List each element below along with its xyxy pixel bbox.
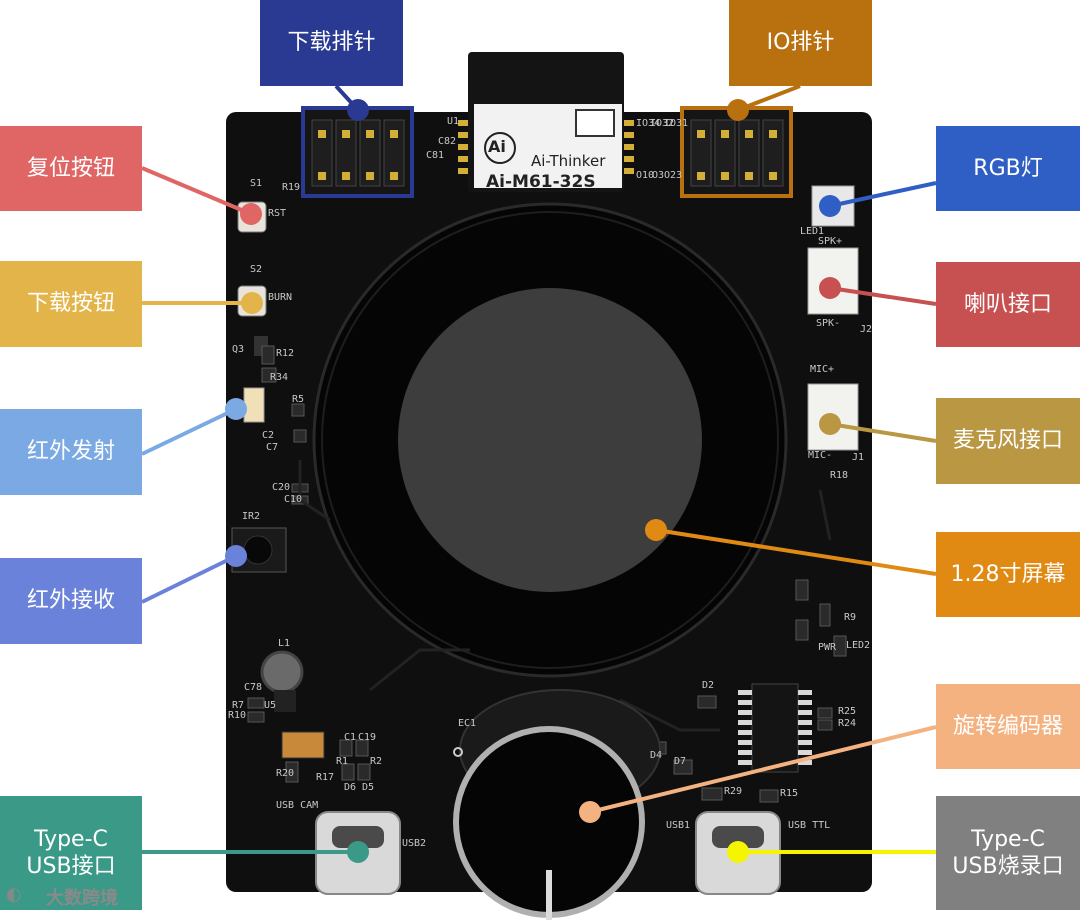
io-header xyxy=(680,106,793,198)
ir-led-part xyxy=(243,387,265,423)
silk-d2: D2 xyxy=(702,680,715,691)
module-antenna-pad xyxy=(575,109,615,137)
silk-io31: IO31 xyxy=(664,118,689,129)
silk-s1: S1 xyxy=(250,178,263,189)
callout-lines xyxy=(141,84,937,854)
silk-r7: R7 xyxy=(232,700,245,711)
inductor-l1 xyxy=(260,650,304,694)
silk-r20: R20 xyxy=(276,768,295,779)
silk-r12: R12 xyxy=(276,348,295,359)
label-screen: 1.28寸屏幕 xyxy=(936,532,1080,617)
silk-j2: J2 xyxy=(860,324,873,335)
silk-ir2: IR2 xyxy=(242,511,261,522)
silk-c81: C81 xyxy=(426,150,445,161)
round-screen xyxy=(312,202,788,678)
regulator-u5 xyxy=(274,690,296,712)
silk-r34: R34 xyxy=(270,372,289,383)
label-speaker-port: 喇叭接口 xyxy=(936,262,1080,347)
silk-r10: R10 xyxy=(228,710,247,721)
watermark-logo-icon: ◐ xyxy=(6,884,22,905)
silk-d5: D5 xyxy=(362,782,375,793)
label-download-button: 下载按钮 xyxy=(0,261,142,347)
silk-d6: D6 xyxy=(344,782,357,793)
silk-r29: R29 xyxy=(724,786,743,797)
label-mic-port: 麦克风接口 xyxy=(936,398,1080,484)
silk-c78: C78 xyxy=(244,682,263,693)
silk-r17: R17 xyxy=(316,772,335,783)
silk-io34: IO34 xyxy=(636,118,661,129)
silk-r5: R5 xyxy=(292,394,305,405)
silk-c7: C7 xyxy=(266,442,279,453)
label-ir-transmit: 红外发射 xyxy=(0,409,142,495)
silk-r1: R1 xyxy=(336,756,349,767)
silk-r2: R2 xyxy=(370,756,383,767)
silk-c2: C2 xyxy=(262,430,275,441)
module-logo: Ai xyxy=(488,137,506,156)
silk-r15: R15 xyxy=(780,788,799,799)
silk-c10: C10 xyxy=(284,494,303,505)
silk-led1: LED1 xyxy=(800,226,825,237)
silk-spk-minus: SPK- xyxy=(816,318,841,329)
silk-d4: D4 xyxy=(650,750,663,761)
module-brand: Ai-Thinker xyxy=(531,152,606,170)
silk-l1: L1 xyxy=(278,638,291,649)
silk-c19: C19 xyxy=(358,732,377,743)
silk-o10: O10 xyxy=(636,170,655,181)
silk-u1: U1 xyxy=(447,116,460,127)
silk-pwr: PWR xyxy=(818,642,837,653)
silk-io32: IO32 xyxy=(650,118,675,129)
silk-usb-cam: USB CAM xyxy=(276,800,319,811)
rotary-encoder-part xyxy=(453,689,661,920)
silk-ec1: EC1 xyxy=(458,718,477,729)
label-rgb-led: RGB灯 xyxy=(936,126,1080,211)
label-typec-usb: Type-C USB接口 xyxy=(0,796,142,910)
tantalum-capacitor xyxy=(281,731,325,759)
silk-c20: C20 xyxy=(272,482,291,493)
silk-r9: R9 xyxy=(844,612,857,623)
ir-receiver-lens xyxy=(243,535,273,565)
watermark-text: 大数跨境 xyxy=(46,888,118,909)
silk-burn: BURN xyxy=(268,292,293,303)
silk-o3: O3 xyxy=(652,170,665,181)
download-header xyxy=(301,106,414,198)
soic-chip xyxy=(751,683,799,773)
silk-mic-minus: MIC- xyxy=(808,450,833,461)
silk-usb-ttl: USB TTL xyxy=(788,820,831,831)
silk-d7: D7 xyxy=(674,756,687,767)
label-rotary-encoder: 旋转编码器 xyxy=(936,684,1080,769)
silk-mic-plus: MIC+ xyxy=(810,364,835,375)
label-reset-button: 复位按钮 xyxy=(0,126,142,211)
silk-usb2: USB2 xyxy=(402,838,427,849)
silk-rst: RST xyxy=(268,208,287,219)
silk-led2: LED2 xyxy=(846,640,871,651)
label-typec-burn: Type-C USB烧录口 xyxy=(936,796,1080,910)
silk-c82: C82 xyxy=(438,136,457,147)
silk-c1: C1 xyxy=(344,732,357,743)
label-io-header: IO排针 xyxy=(729,0,872,86)
label-ir-receive: 红外接收 xyxy=(0,558,142,644)
silk-usb1: USB1 xyxy=(666,820,691,831)
silk-r19: R19 xyxy=(282,182,301,193)
silk-r18: R18 xyxy=(830,470,849,481)
callout-dots xyxy=(225,99,841,863)
ai-logo-ring xyxy=(484,132,516,164)
silk-r24: R24 xyxy=(838,718,857,729)
silk-q3: Q3 xyxy=(232,344,245,355)
silk-r25: R25 xyxy=(838,706,857,717)
label-download-header: 下载排针 xyxy=(260,0,403,86)
silk-spk-plus: SPK+ xyxy=(818,236,843,247)
silk-u5: U5 xyxy=(264,700,277,711)
silk-s2: S2 xyxy=(250,264,263,275)
silk-o23: O23 xyxy=(664,170,683,181)
silk-j1: J1 xyxy=(852,452,865,463)
module-model: Ai-M61-32S xyxy=(486,172,596,188)
